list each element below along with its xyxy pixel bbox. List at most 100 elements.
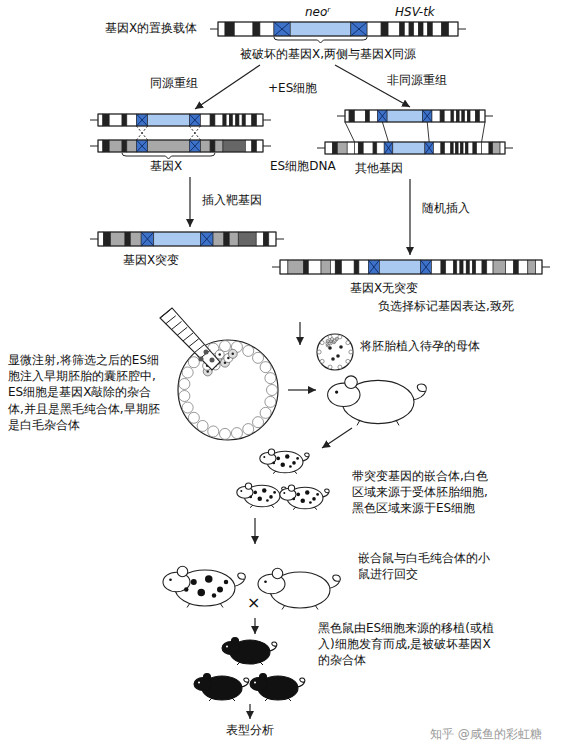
dna-bar (354, 260, 359, 274)
dna-construct: 基因X (98, 110, 273, 176)
dna-bar (210, 114, 215, 126)
dna-bar (465, 110, 468, 122)
construct-label: 基因X无突变 (350, 280, 418, 296)
dna-bar (256, 232, 263, 246)
mouse (282, 605, 318, 610)
dna-bar (487, 260, 493, 274)
flow-arrow (249, 704, 250, 719)
dna-bar (454, 260, 457, 274)
mouse (412, 384, 426, 400)
blastocyst (227, 357, 230, 360)
mouse (260, 449, 309, 474)
dna-bar (463, 142, 465, 154)
mouse (237, 483, 286, 508)
mouse (296, 457, 299, 460)
dna-bar (215, 114, 223, 126)
dna-bar (456, 110, 459, 122)
note-text: 表型分析 (226, 722, 274, 738)
dna-bar (98, 140, 103, 152)
dna-bar (224, 232, 229, 246)
mouse (328, 376, 427, 425)
dna-bar (368, 260, 379, 274)
bracket (122, 153, 215, 159)
dna-bar (109, 140, 122, 152)
dna-bar (506, 260, 514, 274)
dna-bar (460, 260, 463, 274)
crossover-line (136, 126, 147, 140)
mouse (329, 575, 341, 589)
mouse (273, 471, 297, 474)
dna-bar (468, 142, 473, 154)
dna-bar (98, 232, 276, 246)
mouse (250, 674, 305, 702)
dna-bar (225, 22, 234, 36)
dna-bar (345, 110, 349, 122)
construct-note: 负选择标记基因表达,致死 (378, 298, 514, 314)
dna-bar (482, 142, 489, 154)
mouse (309, 501, 312, 504)
mouse (187, 603, 223, 608)
dna-bar (432, 110, 440, 122)
dna-bar (528, 260, 536, 274)
dna-bar (290, 22, 351, 36)
dna-bar (441, 142, 445, 154)
blastocyst (178, 340, 278, 440)
note-text: 嵌合鼠与白毛纯合体的小鼠进行回交 (358, 550, 493, 582)
dna-bar (355, 110, 366, 122)
mouse (280, 485, 329, 510)
implanted-embryo (336, 338, 338, 340)
blastocyst (267, 385, 278, 396)
dna-bar (473, 142, 477, 154)
mouse (163, 566, 245, 607)
dna-bar (252, 140, 257, 152)
mouse (204, 674, 211, 681)
mouse (345, 376, 358, 389)
dna-bar (215, 140, 223, 152)
micropipette (204, 350, 209, 355)
blastocyst (260, 407, 271, 418)
dna-bar (467, 110, 470, 122)
micropipette (189, 339, 199, 347)
dna-bar (445, 142, 451, 154)
dna-bar (482, 260, 487, 274)
dna-bar (404, 22, 409, 36)
dna-bar (213, 232, 224, 246)
dna-bar (189, 140, 200, 152)
edge-label: 插入靶基因 (200, 192, 264, 208)
dna-bar (274, 22, 290, 36)
implanted-embryo (331, 357, 335, 361)
mouse (224, 580, 229, 585)
blastocyst (182, 402, 193, 413)
dna-bar (347, 142, 354, 154)
dna-bar (122, 114, 127, 126)
dna-bar (422, 110, 432, 122)
mouse (283, 492, 285, 494)
note-text: 黑色鼠由ES细胞来源的移植(或植入)细胞发育而成,是被破坏基因X的杂合体 (318, 620, 496, 669)
dna-bar (210, 22, 466, 43)
dna-bar (245, 140, 251, 152)
dna-construct: 基因X的置换载体neoʳHSV-tk被破坏的基因X,两侧与基因X同源 (105, 2, 468, 64)
dna-bar (462, 110, 465, 122)
dna-bar (272, 260, 550, 274)
mouse (212, 593, 217, 598)
dna-bar (335, 260, 341, 274)
mouse (249, 496, 252, 499)
dna-bar (274, 22, 290, 36)
mouse (232, 638, 239, 645)
dna-bar (440, 110, 444, 122)
dna-bar (420, 260, 431, 274)
dna-bar (226, 114, 229, 126)
dna-bar (463, 260, 466, 274)
micropipette (160, 308, 220, 370)
implanted-embryo (349, 350, 353, 354)
dna-drawing (98, 110, 273, 176)
dna-bar (233, 114, 236, 126)
mouse (217, 587, 223, 593)
dna-bar (461, 142, 463, 154)
dna-bar (414, 22, 419, 36)
dna-bar (263, 232, 268, 246)
dna-bar (103, 140, 109, 152)
dna-bar (493, 260, 506, 274)
dna-bar (257, 140, 263, 152)
mouse (312, 497, 316, 501)
